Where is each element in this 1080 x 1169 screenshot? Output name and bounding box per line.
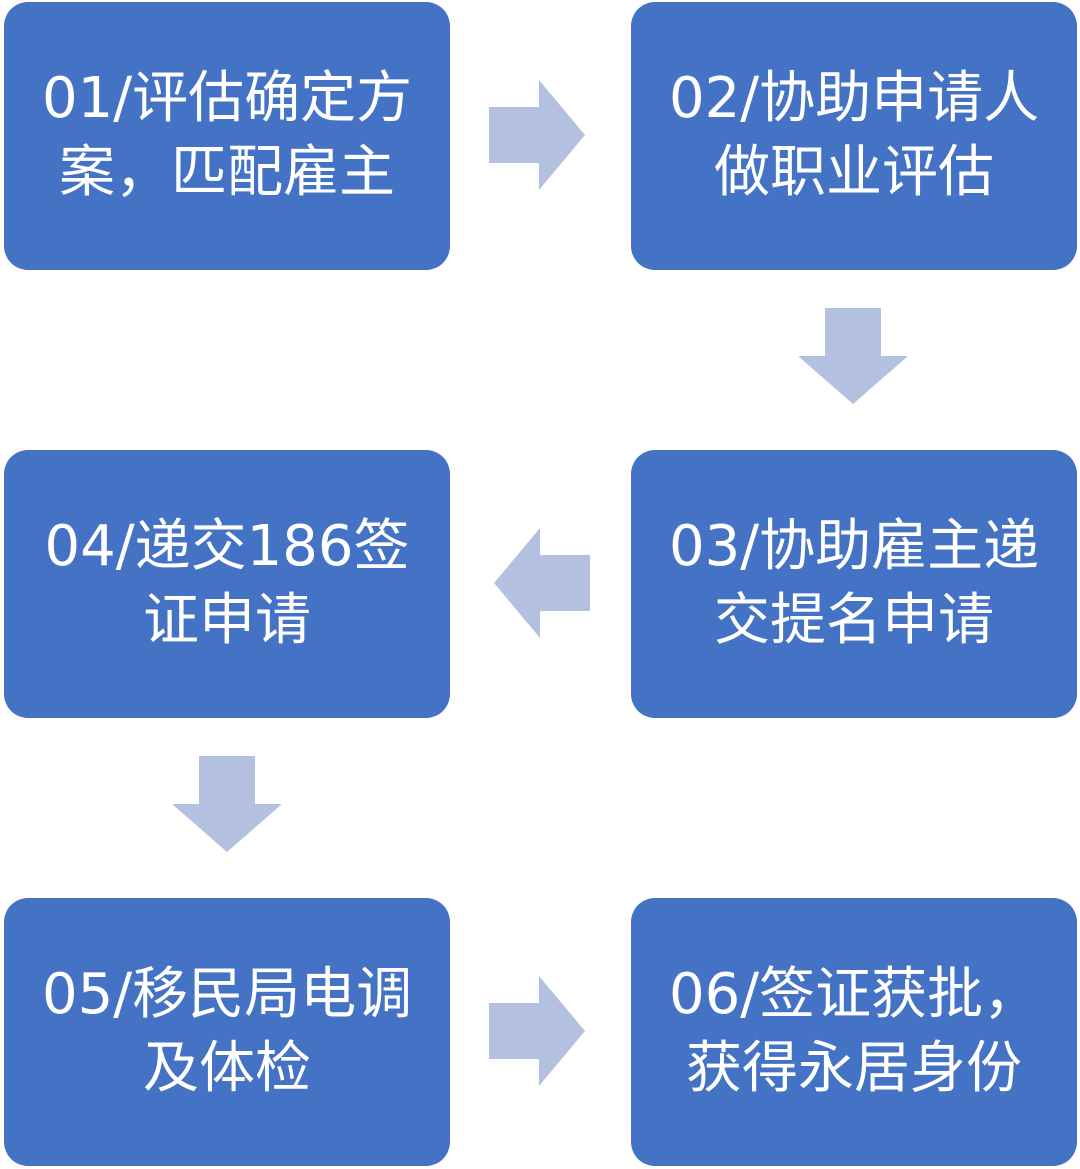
- step-label-04: 04/递交186签证申请: [44, 514, 410, 653]
- step-label-03: 03/协助雇主递交提名申请: [668, 514, 1040, 653]
- step-box-06: 06/签证获批，获得永居身份: [631, 898, 1077, 1166]
- step-box-04: 04/递交186签证申请: [4, 450, 450, 718]
- arrow-left-shape: [494, 528, 590, 638]
- arrow-right-shape: [489, 976, 585, 1086]
- step-label-02: 02/协助申请人做职业评估: [668, 66, 1040, 205]
- step-label-06: 06/签证获批，获得永居身份: [668, 962, 1040, 1101]
- step-box-02: 02/协助申请人做职业评估: [631, 2, 1077, 270]
- arrow-down-shape: [172, 756, 282, 852]
- step-box-01: 01/评估确定方案，匹配雇主: [4, 2, 450, 270]
- arrow-down-icon: [172, 756, 282, 852]
- arrow-right-icon: [489, 80, 585, 190]
- step-box-05: 05/移民局电调及体检: [4, 898, 450, 1166]
- arrow-right-shape: [489, 80, 585, 190]
- step-label-05: 05/移民局电调及体检: [41, 962, 413, 1101]
- step-label-01: 01/评估确定方案，匹配雇主: [41, 66, 413, 205]
- arrow-left-icon: [494, 528, 590, 638]
- arrow-right-icon: [489, 976, 585, 1086]
- step-box-03: 03/协助雇主递交提名申请: [631, 450, 1077, 718]
- arrow-down-icon: [798, 308, 908, 404]
- arrow-down-shape: [798, 308, 908, 404]
